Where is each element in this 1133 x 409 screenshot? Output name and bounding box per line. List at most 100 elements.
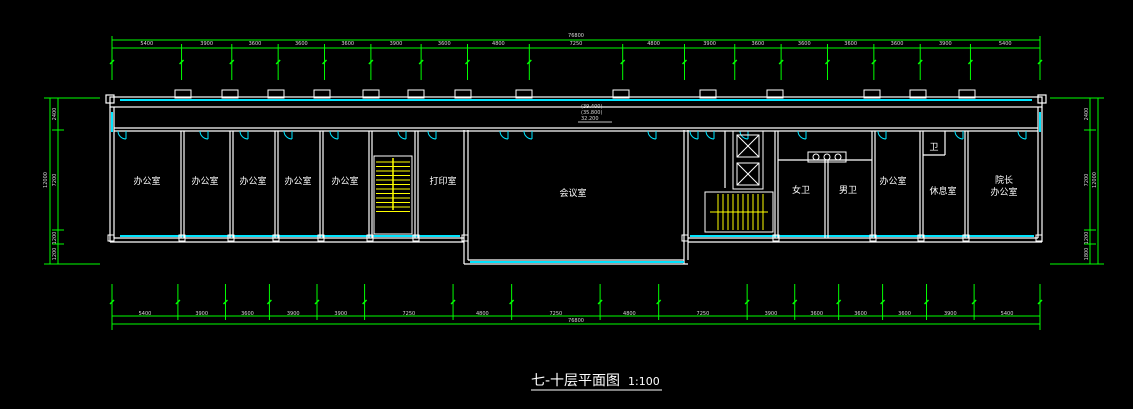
window-block-11 [766, 89, 784, 99]
left-total-dimension: 12000 [43, 172, 49, 188]
column-3 [227, 234, 235, 242]
bottom-dimension-11: 3900 [765, 311, 778, 317]
door-swing-8 [499, 130, 509, 140]
door-swing-7 [427, 130, 437, 140]
right-dimension-4: 1800 [1084, 248, 1090, 261]
bottom-dimension-9: 4800 [623, 311, 636, 317]
door-swing-3 [239, 130, 249, 140]
top-dimension-7: 3600 [438, 41, 451, 47]
top-dimension-15: 3600 [891, 41, 904, 47]
column-6 [366, 234, 374, 242]
column-10 [772, 234, 780, 242]
elevation-note-1: (39.400) [581, 104, 602, 110]
top-total-dimension: 76800 [568, 33, 584, 39]
bottom-dimension-6: 7250 [402, 311, 415, 317]
bottom-total-dimension: 76800 [568, 318, 584, 324]
top-dimension-10: 4800 [647, 41, 660, 47]
door-swings [117, 130, 1027, 140]
room-label-men-wc: 男卫 [839, 185, 857, 196]
window-block-7 [454, 89, 472, 99]
right-dimension-chain [1050, 97, 1104, 265]
top-dimension-4: 3600 [295, 41, 308, 47]
bottom-dimension-12: 3600 [810, 311, 823, 317]
left-dimension-1: 2400 [52, 108, 58, 121]
room-label-print-room: 打印室 [429, 175, 456, 187]
window-block-8 [515, 89, 533, 99]
stair-east [704, 191, 774, 233]
room-label-meeting-room: 会议室 [559, 187, 586, 199]
right-total-dimension: 12000 [1092, 172, 1098, 188]
window-block-12 [863, 89, 881, 99]
top-dimension-2: 3900 [200, 41, 213, 47]
elevation-note-2: (35.800) [581, 110, 602, 116]
stair-west [373, 155, 413, 235]
window-block-13 [909, 89, 927, 99]
door-swing-10 [647, 130, 657, 140]
door-swing-13 [739, 130, 749, 140]
top-dimension-16: 3900 [939, 41, 952, 47]
top-dimension-14: 3600 [844, 41, 857, 47]
top-dimension-8: 4800 [492, 41, 505, 47]
bottom-dimension-chain [109, 284, 1043, 330]
top-dimension-9: 7250 [570, 41, 583, 47]
top-dimension-12: 3600 [752, 41, 765, 47]
window-block-10 [699, 89, 717, 99]
column-9 [681, 234, 689, 242]
top-dimension-6: 3900 [390, 41, 403, 47]
door-swing-16 [954, 130, 964, 140]
window-block-4 [313, 89, 331, 99]
door-swing-2 [199, 130, 209, 140]
window-block-6 [407, 89, 425, 99]
right-dimension-2: 7200 [1084, 174, 1090, 187]
drawing-title: 七-十层平面图 [531, 373, 620, 389]
column-12 [917, 234, 925, 242]
column-11 [869, 234, 877, 242]
left-dimension-3: 1200 [52, 232, 58, 245]
door-swing-11 [689, 130, 699, 140]
column-2 [178, 234, 186, 242]
bottom-dimension-13: 3600 [854, 311, 867, 317]
elevation-note-3: 32.200 [581, 116, 599, 122]
column-5 [317, 234, 325, 242]
window-block-3 [267, 89, 285, 99]
window-block-5 [362, 89, 380, 99]
room-label-office-4: 办公室 [284, 175, 311, 187]
room-label-president-line1: 院长 [995, 174, 1013, 186]
bottom-dimension-10: 7250 [697, 311, 710, 317]
top-dimension-chain [109, 36, 1043, 80]
top-dimension-1: 5400 [140, 41, 153, 47]
top-dimension-3: 3600 [249, 41, 262, 47]
window-block-1 [174, 89, 192, 99]
bottom-dimension-14: 3600 [898, 311, 911, 317]
window-bands [111, 99, 1041, 263]
door-swing-4 [283, 130, 293, 140]
door-swing-6 [397, 130, 407, 140]
window-block-14 [958, 89, 976, 99]
room-label-office-6: 办公室 [879, 175, 906, 187]
bottom-dimension-8: 7250 [549, 311, 562, 317]
column-8 [461, 234, 469, 242]
washroom-sinks [807, 151, 847, 163]
room-label-restroom: 休息室 [929, 185, 956, 197]
door-swing-17 [1017, 130, 1027, 140]
room-label-president-line2: 办公室 [990, 186, 1017, 198]
bottom-dimension-7: 4800 [476, 311, 489, 317]
room-label-office-1: 办公室 [133, 175, 160, 187]
door-swing-15 [877, 130, 887, 140]
bottom-dimension-4: 3900 [287, 311, 300, 317]
door-swing-12 [705, 130, 715, 140]
column-14 [1035, 234, 1043, 242]
door-swing-1 [117, 130, 127, 140]
left-dimension-2: 7200 [52, 174, 58, 187]
right-dimension-1: 2400 [1084, 108, 1090, 121]
door-swing-14 [797, 130, 807, 140]
drawing-title-block: 七-十层平面图 1:100 [531, 373, 662, 391]
room-label-office-5: 办公室 [331, 175, 358, 187]
window-block-2 [221, 89, 239, 99]
top-dimension-13: 3600 [798, 41, 811, 47]
bottom-dimension-15: 3900 [944, 311, 957, 317]
top-dimension-5: 3600 [341, 41, 354, 47]
room-label-women-wc: 女卫 [792, 184, 810, 196]
door-swing-5 [329, 130, 339, 140]
